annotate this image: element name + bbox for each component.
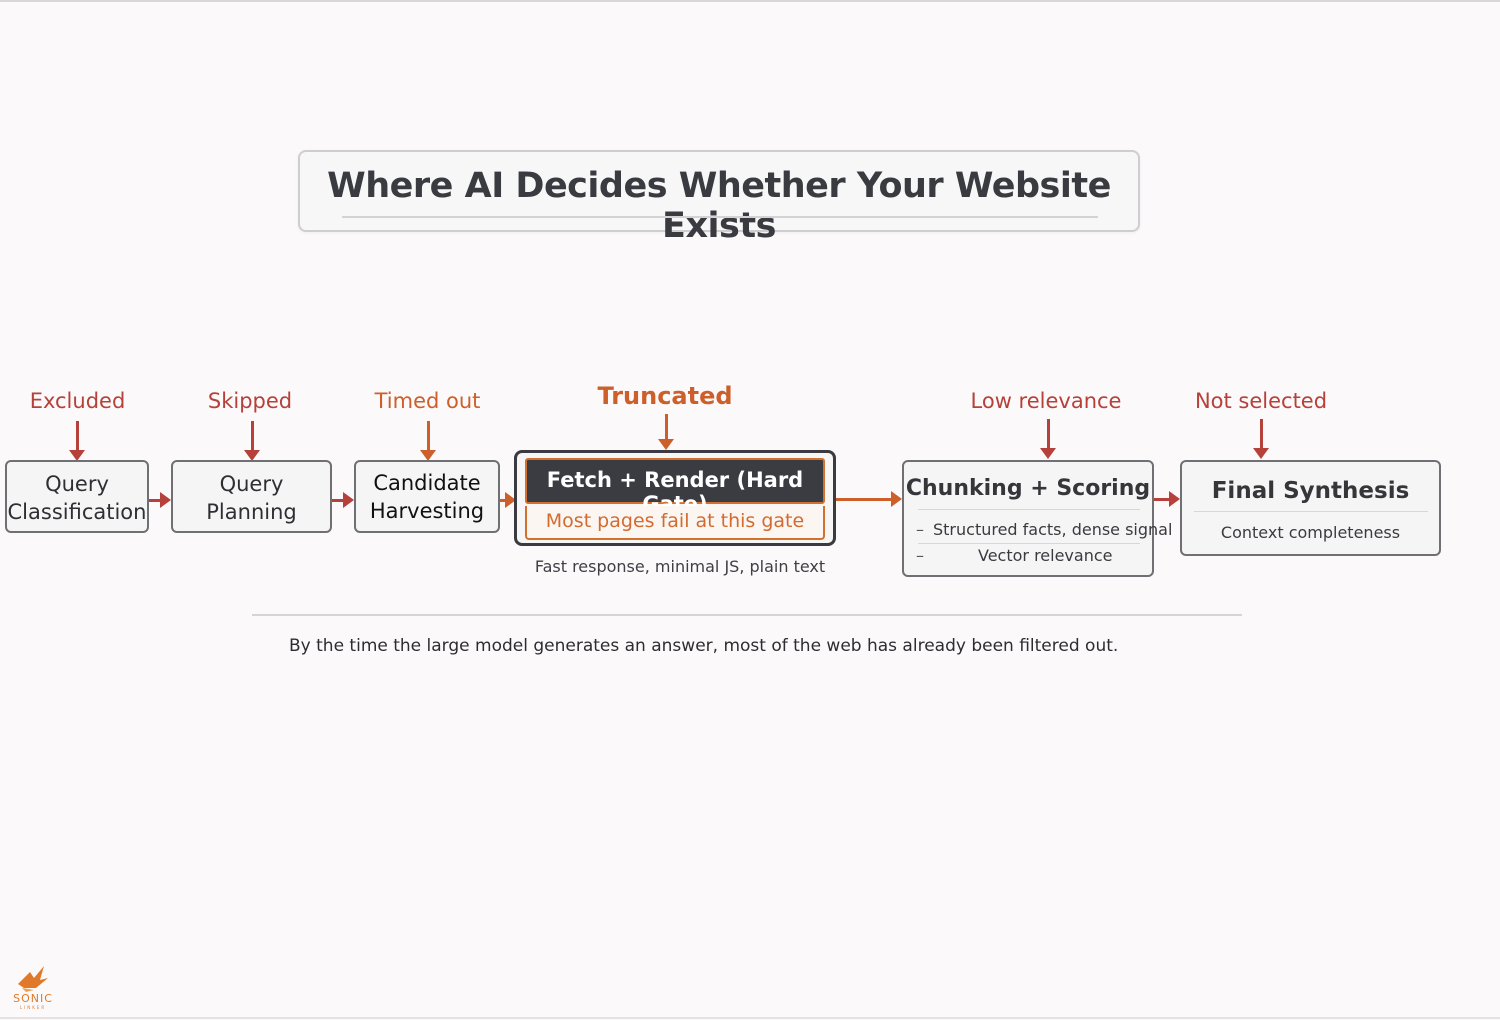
gate-header: Fetch + Render (Hard Gate): [525, 458, 825, 516]
gate-caption: Fast response, minimal JS, plain text: [534, 557, 826, 576]
down-arrow-icon: [242, 421, 262, 461]
stage-fetch-render-gate: Fetch + Render (Hard Gate) Most pages fa…: [514, 450, 836, 546]
down-arrow-icon: [67, 421, 87, 461]
stage-divider: [1194, 511, 1428, 512]
bottom-border: [0, 1017, 1500, 1019]
stage-title: Chunking + Scoring: [905, 476, 1151, 501]
down-arrow-icon: [418, 421, 438, 461]
dash-bullet: –: [916, 520, 924, 539]
stage-detail: Vector relevance: [978, 546, 1113, 565]
right-arrow-icon: [836, 491, 902, 507]
stage-chunking-scoring: Chunking + Scoring – Structured facts, d…: [902, 460, 1172, 577]
top-border: [0, 0, 1500, 2]
page-title: Where AI Decides Whether Your Website Ex…: [327, 166, 1111, 246]
title-underline: [342, 216, 1098, 218]
down-arrow-icon: [1251, 419, 1271, 459]
stage-title: Final Synthesis: [1211, 478, 1410, 504]
footer-note: By the time the large model generates an…: [289, 636, 1119, 656]
stage-detail: Context completeness: [1220, 523, 1401, 542]
logo-subtitle: LINKER: [19, 1005, 47, 1010]
stage-divider: [918, 543, 1140, 544]
title-box: Where AI Decides Whether Your Website Ex…: [298, 150, 1140, 246]
gate-subtitle-box: Most pages fail at this gate: [525, 506, 825, 540]
down-arrow-icon: [656, 414, 676, 450]
stage-title-line2: Planning: [206, 500, 297, 524]
right-arrow-icon: [332, 492, 354, 508]
stage-label-excluded: Excluded: [29, 389, 126, 413]
stage-label-timed-out: Timed out: [374, 389, 481, 413]
gate-subtitle: Most pages fail at this gate: [545, 510, 805, 532]
stage-title-line2: Classification: [7, 500, 147, 524]
stage-label-skipped: Skipped: [207, 389, 293, 413]
stage-title-line1: Candidate: [373, 471, 481, 495]
logo-name: SONIC: [13, 992, 53, 1005]
bird-logo-icon: [18, 966, 48, 992]
stage-divider: [918, 509, 1140, 510]
stage-title-line1: Query: [219, 472, 284, 496]
right-arrow-icon: [1154, 491, 1180, 507]
dash-bullet: –: [916, 546, 924, 565]
stage-label-not-selected: Not selected: [1194, 389, 1328, 413]
stage-detail: Structured facts, dense signal: [933, 520, 1173, 539]
stage-label-low-relevance: Low relevance: [970, 389, 1122, 413]
stage-label-truncated: Truncated: [597, 382, 733, 410]
stage-query-planning: Query Planning: [171, 460, 332, 533]
right-arrow-icon: [149, 492, 171, 508]
stage-final-synthesis: Final Synthesis Context completeness: [1180, 460, 1441, 556]
stage-query-classification: Query Classification: [5, 460, 149, 533]
stage-title-line2: Harvesting: [369, 499, 485, 523]
down-arrow-icon: [1038, 419, 1058, 459]
logo: SONIC LINKER: [4, 962, 62, 1016]
stage-candidate-harvesting: Candidate Harvesting: [354, 460, 500, 533]
separator-line: [252, 614, 1242, 616]
stage-title-line1: Query: [45, 472, 109, 496]
right-arrow-icon: [500, 492, 516, 508]
